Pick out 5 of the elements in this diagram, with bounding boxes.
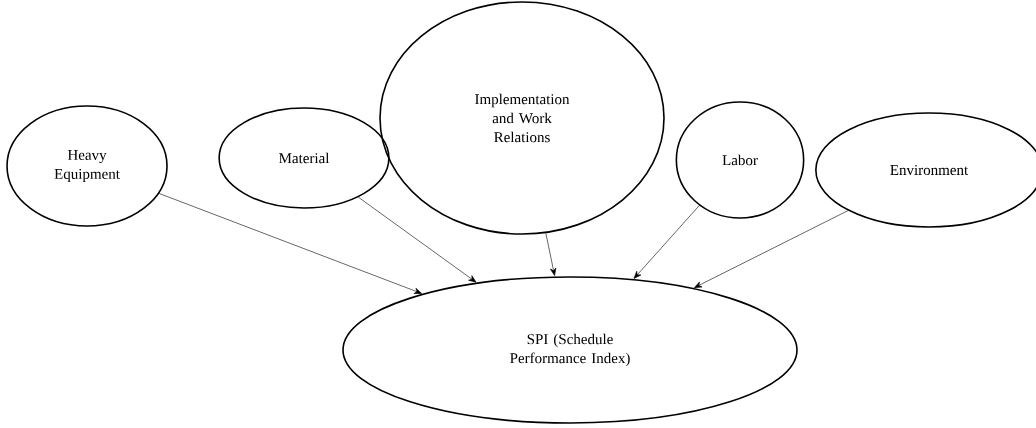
arrow [633,205,700,279]
arrow [158,193,422,294]
arrow [358,196,477,283]
arrow [694,210,849,288]
arrow [545,232,557,276]
